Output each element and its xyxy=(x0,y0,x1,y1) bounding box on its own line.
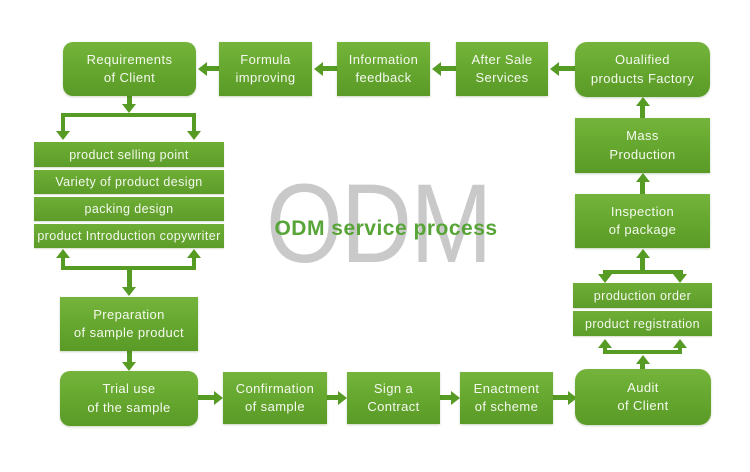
node-inspection-of-package: Inspection of package xyxy=(575,194,710,248)
node-trial-use-of-sample: Trial use of the sample xyxy=(60,371,198,426)
list-item-variety-of-product-design: Variety of product design xyxy=(34,170,224,194)
node-confirmation-of-sample: Confirmation of sample xyxy=(223,372,327,424)
node-mass-production: Mass Production xyxy=(575,118,710,173)
node-product-registration: product registration xyxy=(573,311,712,336)
node-sign-a-contract: Sign a Contract xyxy=(347,372,440,424)
list-item-packing-design: packing design xyxy=(34,197,224,221)
node-requirements-of-client: Requirements of Client xyxy=(63,42,196,96)
node-production-order: production order xyxy=(573,283,712,308)
node-qualified-products-factory: Oualified products Factory xyxy=(575,42,710,97)
odm-watermark-text: ODM xyxy=(266,161,492,286)
node-audit-of-client: Audit of Client xyxy=(575,369,711,425)
list-item-product-selling-point: product selling point xyxy=(34,142,224,167)
node-preparation-of-sample-product: Preparation of sample product xyxy=(60,297,198,351)
node-after-sale-services: After Sale Services xyxy=(456,42,548,96)
node-enactment-of-scheme: Enactment of scheme xyxy=(460,372,553,424)
list-item-product-introduction-copywriter: product Introduction copywriter xyxy=(34,224,224,248)
node-formula-improving: Formula improving xyxy=(219,42,312,96)
diagram-title: ODM service process xyxy=(274,217,498,240)
node-information-feedback: Information feedback xyxy=(337,42,430,96)
